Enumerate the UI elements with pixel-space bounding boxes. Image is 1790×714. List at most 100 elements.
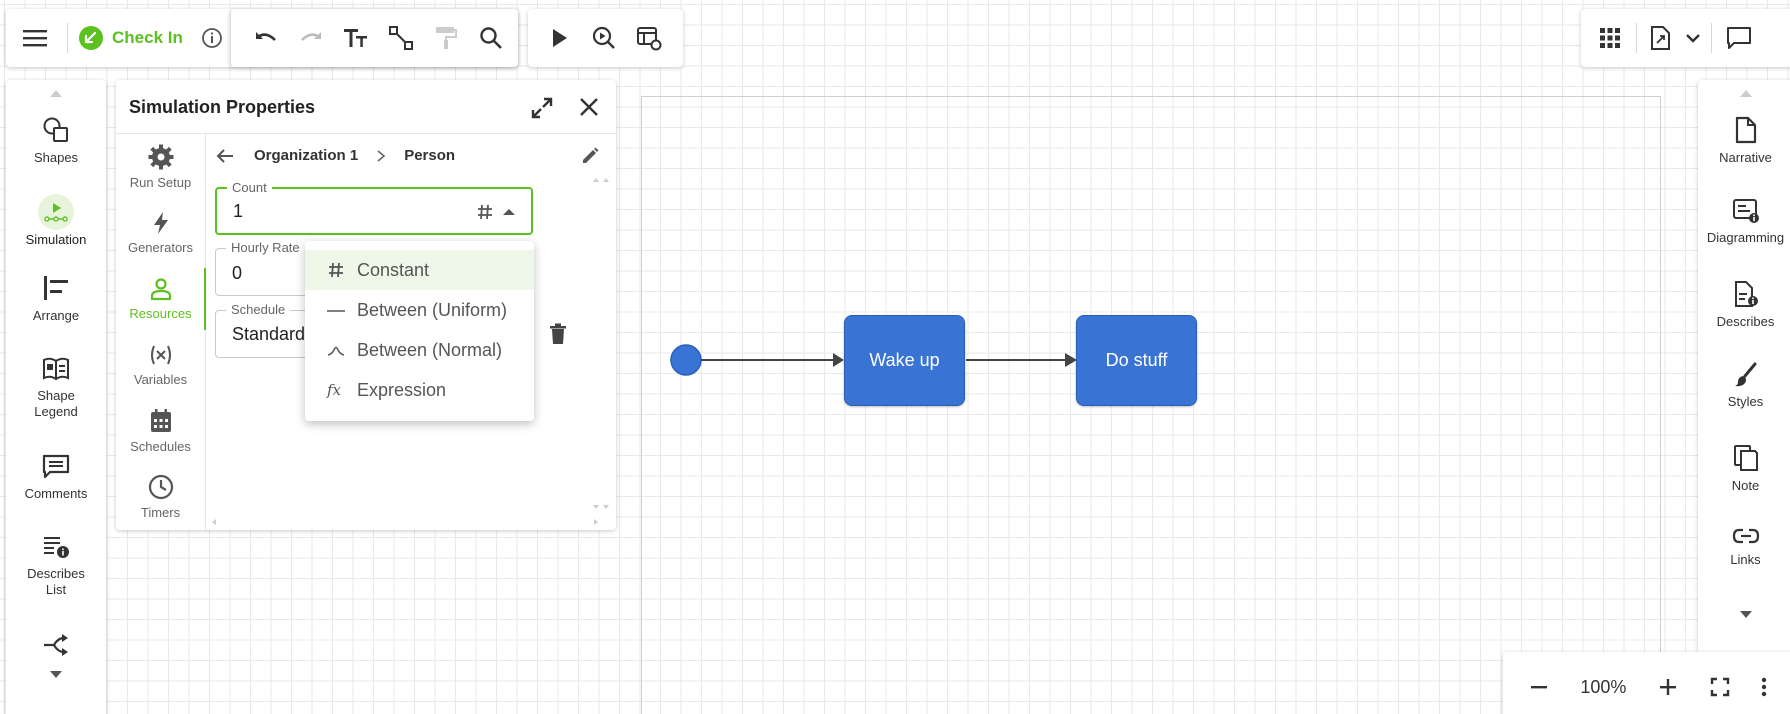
scroll-up-icon[interactable]: [1739, 88, 1753, 98]
zoom-out-button[interactable]: [1529, 677, 1549, 697]
run-simulation-button[interactable]: [536, 16, 581, 61]
back-button[interactable]: [216, 148, 234, 164]
check-in-button[interactable]: Check In: [78, 25, 195, 51]
subnav-schedules[interactable]: Schedules: [116, 398, 205, 464]
play-icon: [552, 29, 567, 47]
expand-panel-button[interactable]: [530, 96, 554, 120]
hamburger-menu-button[interactable]: [12, 16, 57, 61]
rail-label: Shape Legend: [34, 388, 78, 419]
subnav-resources[interactable]: Resources: [116, 266, 206, 332]
connector-button[interactable]: [378, 16, 423, 61]
hourly-rate-label: Hourly Rate: [226, 240, 305, 255]
search-button[interactable]: [468, 16, 513, 61]
shapes-icon: [43, 117, 68, 142]
rail-item-simulation[interactable]: Simulation: [6, 188, 106, 268]
rail-label: Arrange: [32, 308, 80, 323]
process-node-do-stuff[interactable]: Do stuff: [1076, 315, 1197, 406]
schedule-select[interactable]: Standard: [232, 324, 306, 344]
step-simulation-button[interactable]: [581, 16, 626, 61]
table-settings-icon: [636, 27, 661, 51]
process-node-wake-up[interactable]: Wake up: [844, 315, 965, 406]
subnav-timers[interactable]: Timers: [116, 464, 205, 530]
rail-label: Narrative: [1719, 150, 1772, 165]
caret-up-icon[interactable]: [502, 207, 516, 217]
text-size-button[interactable]: [333, 16, 378, 61]
subnav-generators[interactable]: Generators: [116, 200, 205, 266]
toolbar-separator: [1711, 23, 1712, 53]
scroll-down-icon[interactable]: [1739, 610, 1753, 620]
apps-grid-button[interactable]: [1587, 16, 1632, 61]
menu-item-constant[interactable]: Constant: [305, 250, 534, 290]
rail-label: Simulation: [25, 232, 87, 247]
rail-label: Links: [1730, 552, 1761, 567]
breadcrumb: Organization 1 Person: [206, 133, 616, 177]
scroll-up-icon[interactable]: [49, 88, 63, 98]
zoom-level[interactable]: 100%: [1580, 676, 1627, 697]
rail-label: Comments: [24, 486, 88, 501]
variable-icon: [150, 345, 171, 365]
undo-button[interactable]: [243, 16, 288, 61]
export-button[interactable]: [1641, 16, 1679, 61]
expand-icon: [531, 97, 553, 119]
connector-icon: [388, 26, 413, 50]
hash-icon: [325, 262, 347, 278]
subnav-label: Schedules: [130, 439, 191, 454]
subnav-run-setup[interactable]: Run Setup: [116, 134, 205, 200]
close-panel-button[interactable]: [578, 96, 600, 118]
hourly-rate-input[interactable]: 0: [232, 263, 243, 283]
rail-item-shapes[interactable]: Shapes: [6, 110, 106, 188]
describes-list-icon: [44, 537, 69, 558]
menu-item-between-uniform[interactable]: Between (Uniform): [305, 290, 534, 330]
breadcrumb-parent[interactable]: Organization 1: [254, 147, 359, 164]
menu-item-between-normal[interactable]: Between (Normal): [305, 330, 534, 370]
scroll-down-icon[interactable]: [49, 670, 63, 680]
scroll-right-icon[interactable]: [592, 518, 600, 526]
simulation-results-button[interactable]: [626, 16, 671, 61]
rail-item-describes-list[interactable]: Describes List: [6, 528, 106, 626]
arrowhead-icon: [1065, 353, 1077, 367]
rail-item-describes[interactable]: Describes: [1698, 274, 1790, 356]
format-painter-button[interactable]: [423, 16, 468, 61]
rail-item-links[interactable]: Links: [1698, 520, 1790, 602]
scroll-left-icon[interactable]: [210, 518, 218, 526]
menu-item-expression[interactable]: fx Expression: [305, 370, 534, 410]
rail-item-share[interactable]: [6, 626, 106, 666]
paint-roller-icon: [435, 27, 457, 49]
zoom-in-button[interactable]: [1658, 677, 1678, 697]
delete-button[interactable]: [549, 323, 567, 345]
zoom-controls: 100%: [1503, 652, 1790, 714]
export-dropdown-button[interactable]: [1679, 16, 1707, 61]
more-options-button[interactable]: [1761, 677, 1767, 697]
check-in-icon: [79, 26, 103, 50]
search-icon: [479, 27, 502, 49]
toolbar-edit-group: [230, 9, 518, 67]
rail-item-arrange[interactable]: Arrange: [6, 268, 106, 350]
info-icon: [201, 28, 222, 48]
toolbar-right-group: [1581, 9, 1790, 67]
rail-item-styles[interactable]: Styles: [1698, 356, 1790, 438]
apps-grid-icon: [1599, 28, 1620, 48]
rail-item-comments[interactable]: Comments: [6, 448, 106, 528]
rail-item-shape-legend[interactable]: Shape Legend: [6, 350, 106, 448]
text-size-icon: [343, 29, 367, 47]
rail-item-diagramming[interactable]: Diagramming: [1698, 192, 1790, 274]
comments-toggle-button[interactable]: [1716, 16, 1761, 61]
count-input[interactable]: 1: [233, 201, 244, 221]
fit-screen-button[interactable]: [1710, 677, 1730, 697]
trash-icon: [550, 323, 566, 344]
subnav-variables[interactable]: Variables: [116, 332, 205, 398]
arrow-left-icon: [216, 148, 233, 163]
subnav-label: Run Setup: [129, 175, 192, 190]
rail-label: Describes List: [27, 566, 85, 597]
rail-item-note[interactable]: Note: [1698, 438, 1790, 520]
redo-button[interactable]: [288, 16, 333, 61]
scroll-up-icon[interactable]: [592, 177, 612, 183]
scroll-down-icon[interactable]: [592, 504, 612, 510]
info-button[interactable]: [195, 16, 229, 61]
start-event-node[interactable]: [670, 344, 702, 376]
rail-label: Note: [1731, 478, 1760, 493]
edit-button[interactable]: [580, 146, 600, 166]
rail-item-narrative[interactable]: Narrative: [1698, 110, 1790, 192]
count-field[interactable]: Count 1: [215, 180, 533, 235]
fx-icon: fx: [325, 381, 347, 399]
